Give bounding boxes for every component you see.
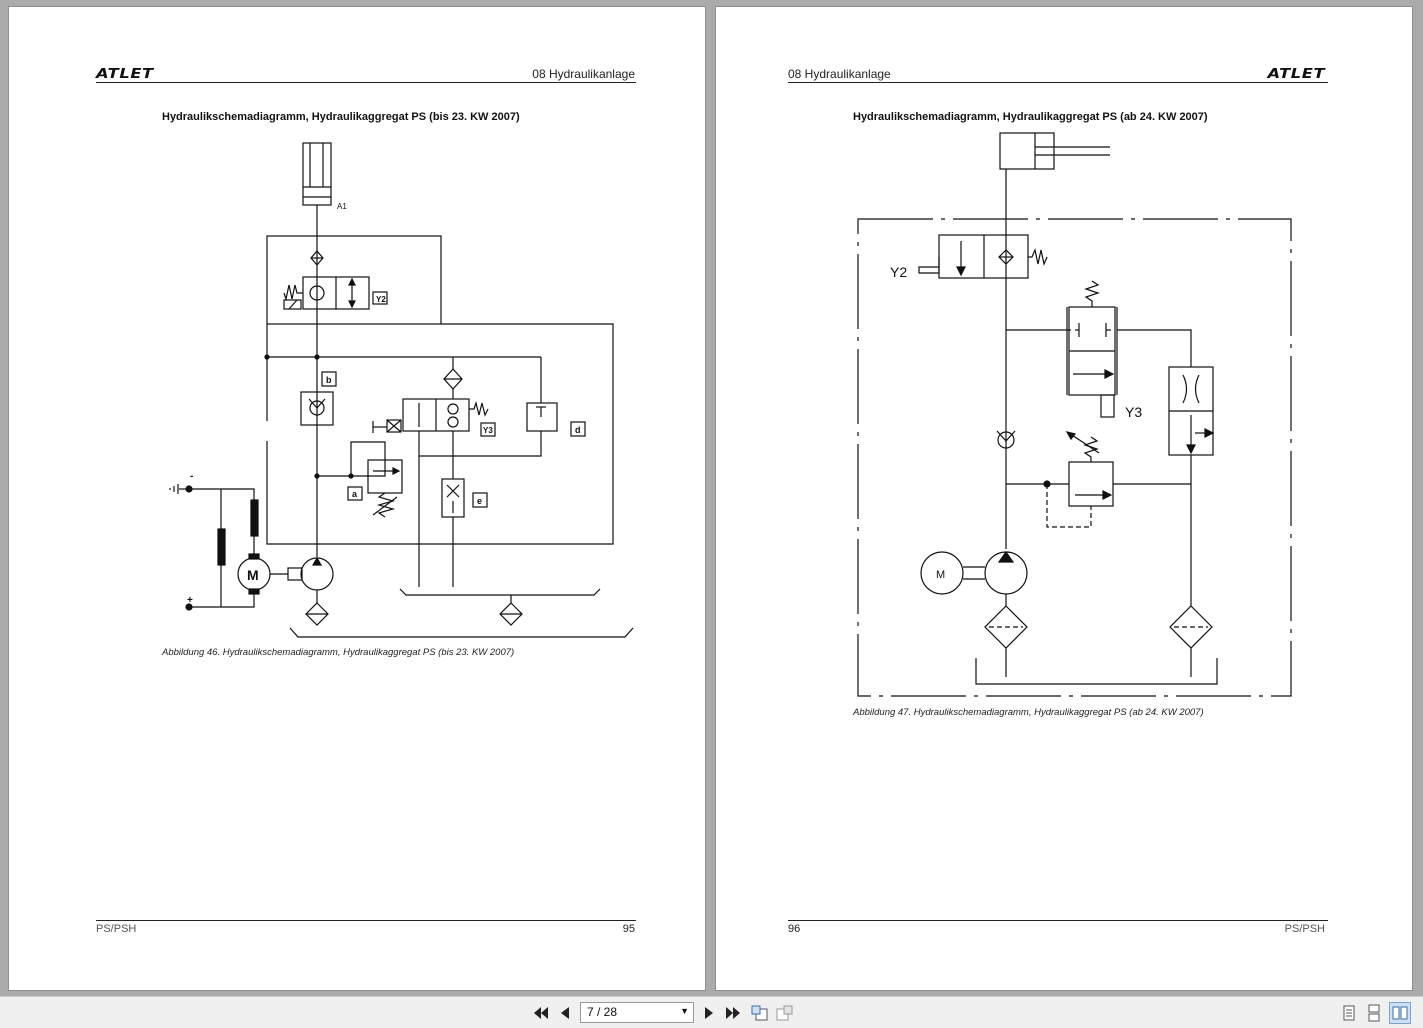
last-page-icon[interactable]	[722, 1002, 744, 1024]
section-heading: 08 Hydraulikanlage	[788, 67, 891, 81]
label-motor: M	[247, 567, 259, 583]
label-y2: Y2	[890, 264, 907, 280]
diagram-title: Hydraulikschemadiagramm, Hydraulikaggreg…	[853, 111, 1208, 123]
label-minus: -	[190, 471, 193, 482]
header-rule	[96, 82, 636, 83]
viewer-toolbar: 7 / 28 ▼	[0, 996, 1423, 1028]
page-number: 96	[788, 923, 801, 935]
atlet-logo: ATLET	[96, 67, 154, 82]
figure-caption: Abbildung 47. Hydraulikschemadiagramm, H…	[853, 707, 1204, 718]
label-a1: A1	[337, 202, 347, 211]
page-selector[interactable]: 7 / 28 ▼	[580, 1002, 694, 1023]
page-indicator: 7 / 28	[587, 1005, 618, 1019]
figure-caption: Abbildung 46. Hydraulikschemadiagramm, H…	[162, 647, 515, 658]
left-page: ATLET 08 Hydraulikanlage Hydraulikschema…	[8, 6, 706, 991]
label-a: a	[352, 489, 358, 499]
label-b: b	[326, 375, 332, 385]
previous-page-icon[interactable]	[554, 1002, 576, 1024]
right-page: 08 Hydraulikanlage ATLET Hydraulikschema…	[715, 6, 1413, 991]
chevron-down-icon: ▼	[680, 1006, 689, 1016]
atlet-logo: ATLET	[1267, 67, 1325, 82]
hydraulic-schematic-left: A1 Y2 b	[169, 142, 634, 638]
label-motor: M	[936, 569, 945, 581]
hydraulic-schematic-right: Y2 Y3	[857, 132, 1292, 697]
forward-view-icon[interactable]	[774, 1002, 796, 1024]
label-y2: Y2	[376, 295, 386, 304]
section-heading: 08 Hydraulikanlage	[532, 67, 635, 81]
label-y3: Y3	[483, 426, 493, 435]
back-view-icon[interactable]	[749, 1002, 771, 1024]
diagram-title: Hydraulikschemadiagramm, Hydraulikaggreg…	[162, 111, 520, 123]
footer-model: PS/PSH	[96, 923, 137, 935]
label-y3: Y3	[1125, 404, 1142, 420]
single-page-view-icon[interactable]	[1338, 1002, 1360, 1024]
two-page-view-icon[interactable]	[1389, 1002, 1411, 1024]
label-d: d	[575, 425, 581, 435]
footer-rule	[788, 920, 1328, 921]
next-page-icon[interactable]	[698, 1002, 720, 1024]
continuous-view-icon[interactable]	[1363, 1002, 1385, 1024]
header-rule	[788, 82, 1328, 83]
footer-model: PS/PSH	[1284, 923, 1325, 935]
label-e: e	[477, 496, 482, 506]
footer-rule	[96, 920, 636, 921]
label-plus: +	[187, 595, 193, 606]
first-page-icon[interactable]	[530, 1002, 552, 1024]
page-number: 95	[622, 923, 635, 935]
